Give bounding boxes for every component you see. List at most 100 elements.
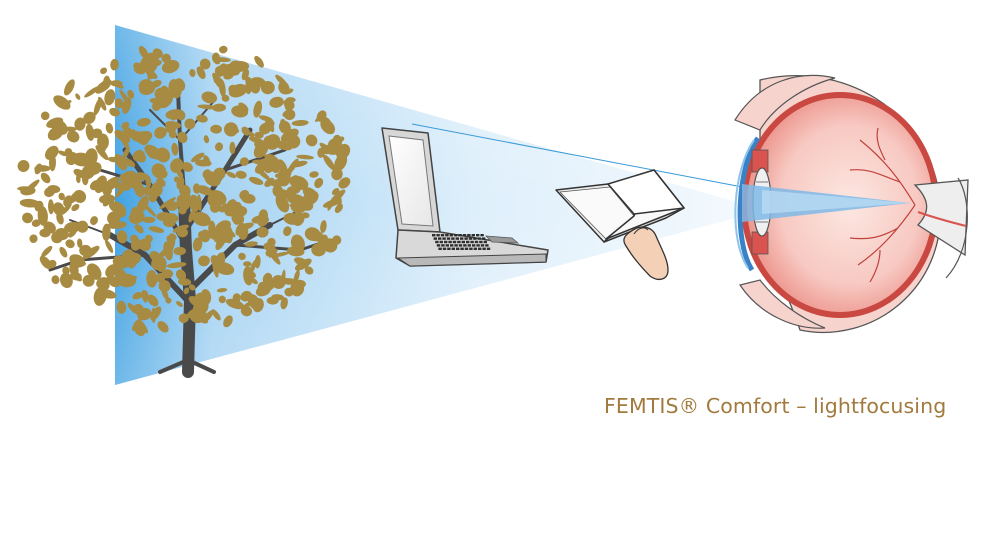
leaf-cluster (332, 235, 342, 245)
leaf-cluster (66, 153, 79, 164)
leaf-cluster (142, 216, 156, 224)
leaf-cluster (128, 210, 145, 224)
leaf-cluster (105, 122, 114, 134)
leaf-cluster (191, 152, 205, 163)
leaf-cluster (218, 295, 226, 304)
leaf-cluster (166, 262, 187, 269)
leaf-cluster (168, 79, 182, 99)
leaf-cluster (243, 266, 254, 286)
leaf-cluster (201, 91, 218, 104)
leaf-cluster (31, 219, 41, 227)
keyboard-key (471, 234, 475, 237)
leaf-cluster (286, 186, 298, 197)
leaf-cluster (226, 199, 237, 210)
leaf-cluster (196, 185, 213, 196)
leaf-cluster (213, 167, 226, 181)
leaf-cluster (76, 238, 83, 248)
leaf-cluster (150, 79, 162, 88)
leaf-cluster (257, 281, 267, 293)
leaf-cluster (223, 315, 233, 328)
leaf-cluster (176, 110, 186, 121)
keyboard-key (461, 240, 465, 244)
keyboard-key (464, 237, 468, 240)
keyboard-key (458, 244, 463, 247)
leaf-cluster (295, 279, 306, 288)
leaf-cluster (286, 246, 305, 257)
leaf-cluster (109, 107, 121, 117)
leaf-cluster (248, 176, 264, 185)
leaf-cluster (322, 154, 336, 171)
leaf-cluster (65, 239, 75, 249)
leaf-cluster (210, 255, 222, 269)
leaf-cluster (338, 177, 351, 189)
leaf-cluster (203, 135, 210, 144)
leaf-cluster (66, 130, 80, 143)
leaf-cluster (39, 255, 52, 270)
leaf-cluster (215, 233, 227, 251)
leaf-cluster (301, 212, 310, 219)
leaf-cluster (71, 272, 83, 282)
leaf-cluster (258, 115, 273, 122)
leaf-cluster (202, 169, 212, 179)
eye-icon (734, 74, 969, 334)
leaf-cluster (132, 292, 143, 300)
leaf-cluster (189, 311, 205, 324)
leaf-cluster (136, 117, 151, 127)
leaf-cluster (183, 287, 190, 295)
leaf-cluster (267, 237, 276, 247)
leaf-cluster (58, 192, 65, 201)
leaf-cluster (159, 197, 177, 209)
leaf-cluster (145, 61, 158, 72)
leaf-cluster (24, 179, 40, 194)
leaf-cluster (165, 122, 177, 134)
leaf-cluster (97, 133, 109, 151)
leaf-cluster (235, 170, 247, 179)
leaf-cluster (268, 121, 275, 133)
leaf-cluster (146, 270, 158, 288)
leaf-cluster (71, 203, 80, 212)
leaf-cluster (248, 136, 265, 144)
leaf-cluster (304, 266, 314, 275)
leaf-cluster (163, 241, 173, 261)
leaf-cluster (285, 97, 296, 103)
leaf-cluster (102, 223, 111, 241)
leaf-cluster (228, 83, 248, 98)
keyboard-key (448, 240, 452, 244)
leaf-cluster (105, 239, 114, 253)
leaf-cluster (154, 126, 167, 139)
leaf-cluster (116, 300, 127, 314)
leaf-cluster (320, 220, 327, 234)
leaf-cluster (112, 221, 127, 229)
leaf-cluster (75, 174, 81, 184)
leaf-cluster (304, 227, 321, 241)
leaf-cluster (290, 160, 308, 168)
hand-icon (623, 226, 669, 281)
leaf-cluster (294, 257, 309, 267)
leaf-cluster (156, 212, 172, 222)
keyboard-key (456, 247, 460, 250)
leaf-cluster (211, 309, 221, 321)
leaf-cluster (251, 215, 267, 224)
leaf-cluster (136, 149, 146, 163)
leaf-cluster (212, 55, 221, 65)
keyboard-key (457, 240, 461, 244)
leaf-cluster (231, 214, 239, 225)
leaf-cluster (98, 282, 110, 291)
leaf-cluster (83, 111, 96, 125)
keyboard-key (472, 244, 476, 247)
leaf-cluster (122, 97, 132, 114)
leaf-cluster (240, 301, 251, 313)
laptop-icon (381, 127, 549, 267)
keyboard-key (469, 247, 473, 250)
leaf-cluster (130, 275, 137, 282)
leaf-cluster (290, 207, 302, 215)
leaf-cluster (127, 89, 135, 99)
keyboard-key (432, 234, 436, 237)
leaf-cluster (93, 286, 107, 306)
leaf-cluster (99, 194, 116, 204)
leaf-cluster (40, 172, 51, 184)
leaf-cluster (245, 80, 252, 95)
leaf-cluster (214, 142, 224, 152)
leaf-cluster (89, 180, 101, 191)
keyboard-key (435, 240, 439, 244)
